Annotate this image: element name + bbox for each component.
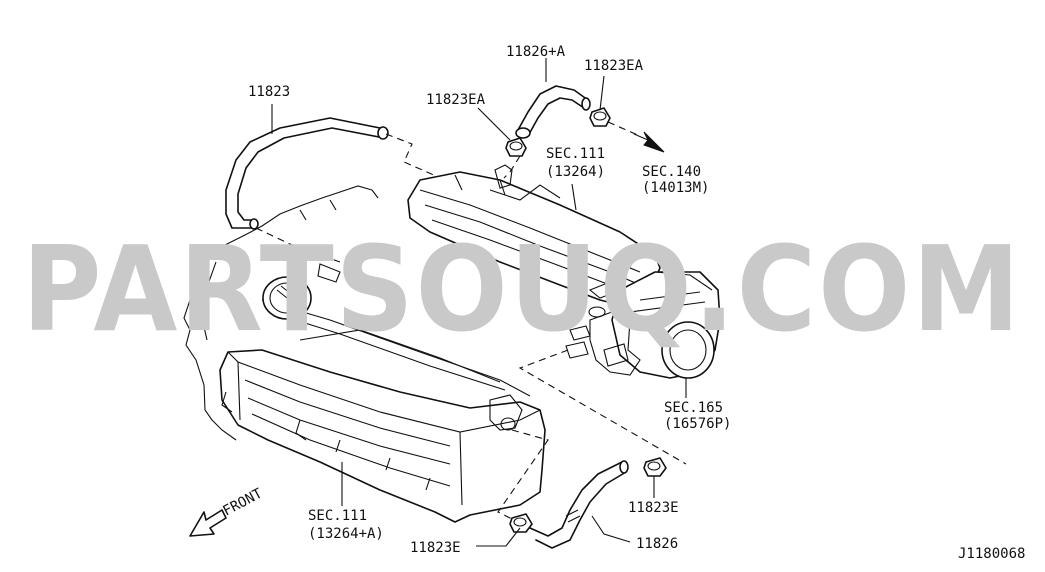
rocker-cover-lower (219, 263, 546, 523)
watermark: PARTSOUQ.COM (22, 220, 1022, 358)
label-11823E-left: 11823E (410, 540, 461, 556)
label-sec165-line2: (16576P) (664, 416, 731, 432)
clamp-11823EA-right (589, 107, 611, 127)
label-11826: 11826 (636, 536, 678, 552)
engine-block-outline (183, 185, 379, 441)
label-11823EA-left: 11823EA (426, 92, 486, 108)
diagram-code: J1180068 (958, 546, 1025, 562)
callout-labels: 11823 11826+A 11823EA 11823EA SEC.111 (1… (220, 44, 1025, 562)
leader-lines (271, 58, 687, 547)
hose-11826 (529, 460, 629, 549)
label-11823EA-right: 11823EA (584, 58, 644, 74)
rocker-cover-upper (407, 164, 661, 318)
clamp-11823E-right (643, 457, 667, 477)
label-11826A: 11826+A (506, 44, 566, 60)
label-11823: 11823 (248, 84, 290, 100)
connection-lines (255, 121, 687, 521)
front-arrow (189, 509, 227, 537)
label-sec111-upper-line2: (13264) (546, 164, 605, 180)
hose-11826A (515, 85, 591, 139)
arrow-to-sec140 (633, 131, 665, 153)
label-sec111-upper-line1: SEC.111 (546, 146, 605, 162)
label-sec140-line2: (14013M) (642, 180, 709, 196)
label-11823E-right: 11823E (628, 500, 679, 516)
label-sec111-lower-line1: SEC.111 (308, 508, 367, 524)
label-sec111-lower-line2: (13264+A) (308, 526, 384, 542)
label-sec165-line1: SEC.165 (664, 400, 723, 416)
hose-11823 (225, 117, 389, 230)
throttle-body (565, 271, 721, 379)
label-sec140-line1: SEC.140 (642, 164, 701, 180)
front-label: FRONT (220, 485, 265, 519)
clamp-11823E-left (509, 513, 533, 533)
clamp-11823EA-left (505, 137, 527, 157)
